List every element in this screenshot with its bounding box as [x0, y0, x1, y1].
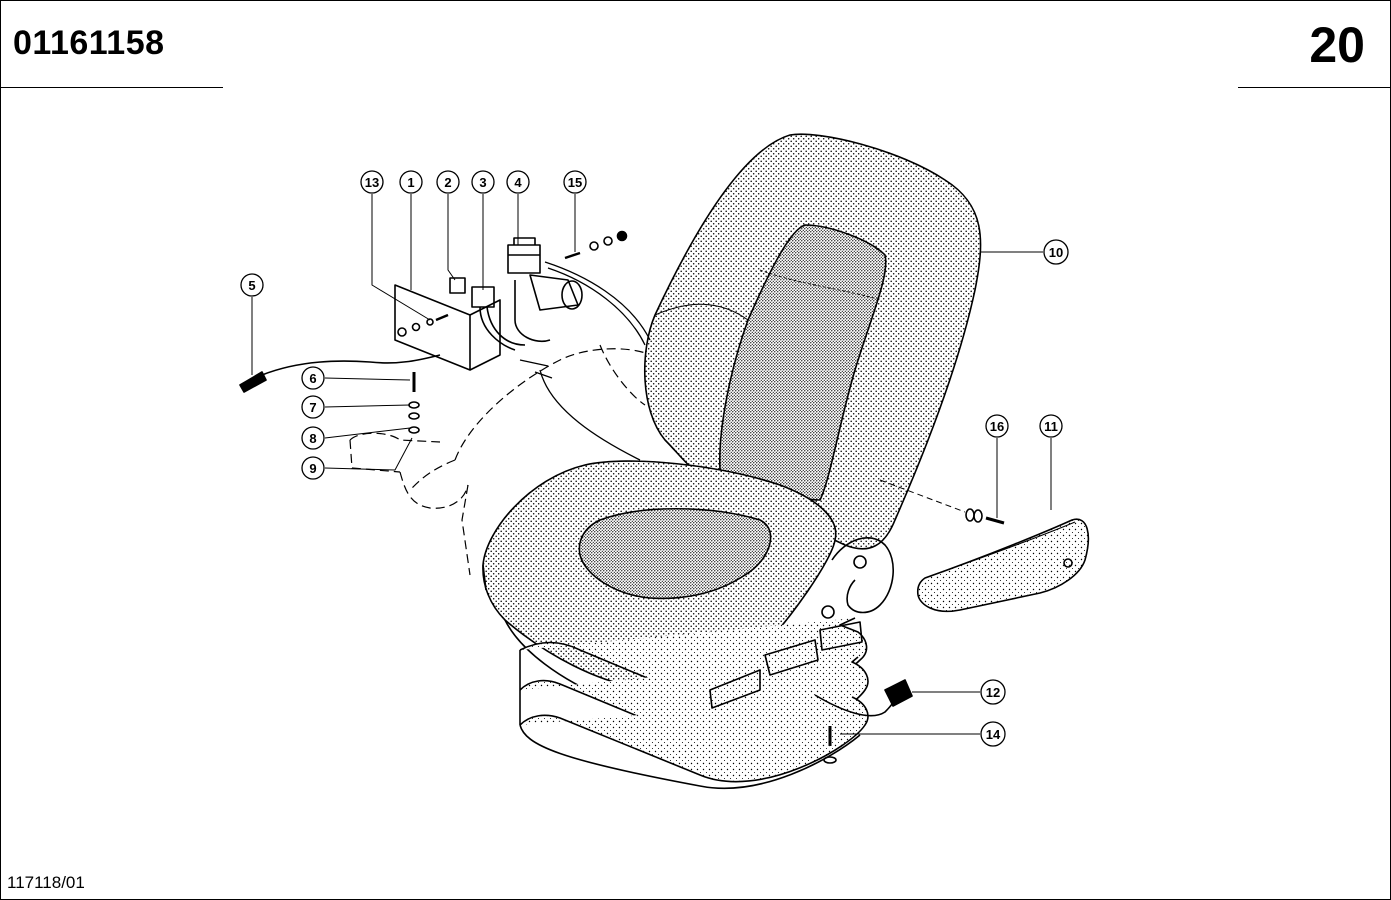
callout-9: 9: [301, 456, 325, 480]
svg-text:5: 5: [248, 278, 255, 293]
suspension-base: [519, 617, 869, 790]
sensor-cable: [239, 354, 441, 393]
svg-text:9: 9: [309, 461, 316, 476]
compressor-motor: [507, 237, 583, 342]
mounting-bolt: [823, 726, 837, 764]
svg-text:4: 4: [514, 175, 522, 190]
svg-text:13: 13: [365, 175, 379, 190]
callout-3: 3: [471, 170, 495, 194]
callout-2: 2: [436, 170, 460, 194]
page-number: 20: [1309, 17, 1365, 73]
connector-block: [471, 286, 526, 351]
armrest: [916, 518, 1089, 613]
callout-16: 16: [985, 414, 1009, 438]
callout-12: 12: [980, 679, 1006, 705]
callout-1: 1: [399, 170, 423, 194]
callout-8: 8: [301, 426, 325, 450]
callout-15: 15: [563, 170, 587, 194]
power-plug: [814, 679, 913, 717]
drawing-reference: 117118/01: [7, 873, 85, 892]
header-rule-left: [1, 87, 223, 88]
svg-text:3: 3: [479, 175, 486, 190]
side-adjuster: [709, 536, 895, 709]
dashed-console-outline: [349, 344, 661, 576]
svg-text:14: 14: [986, 727, 1001, 742]
backrest: [643, 133, 982, 550]
svg-text:8: 8: [309, 431, 316, 446]
callout-6: 6: [301, 366, 325, 390]
leader-lines: [251, 194, 1052, 735]
screw-set-15: [564, 230, 628, 260]
callout-4: 4: [506, 170, 530, 194]
fastener-stack: [408, 372, 420, 434]
svg-text:6: 6: [309, 371, 316, 386]
callout-10: 10: [1043, 239, 1069, 265]
callout-14: 14: [980, 721, 1006, 747]
svg-text:7: 7: [309, 400, 316, 415]
svg-text:15: 15: [568, 175, 582, 190]
control-box: [394, 284, 501, 371]
callout-5: 5: [240, 273, 264, 297]
svg-text:12: 12: [986, 685, 1000, 700]
svg-text:16: 16: [990, 419, 1004, 434]
svg-text:2: 2: [444, 175, 451, 190]
svg-text:1: 1: [407, 175, 414, 190]
callout-7: 7: [301, 395, 325, 419]
part-number: 01161158: [13, 24, 165, 62]
callout-13: 13: [360, 170, 384, 194]
armrest-fasteners: [965, 508, 1005, 525]
svg-text:10: 10: [1049, 245, 1063, 260]
callout-11: 11: [1039, 414, 1063, 438]
svg-text:11: 11: [1044, 419, 1058, 434]
header-rule-right: [1238, 87, 1390, 88]
relay: [449, 277, 466, 294]
hose-lines: [519, 261, 651, 461]
